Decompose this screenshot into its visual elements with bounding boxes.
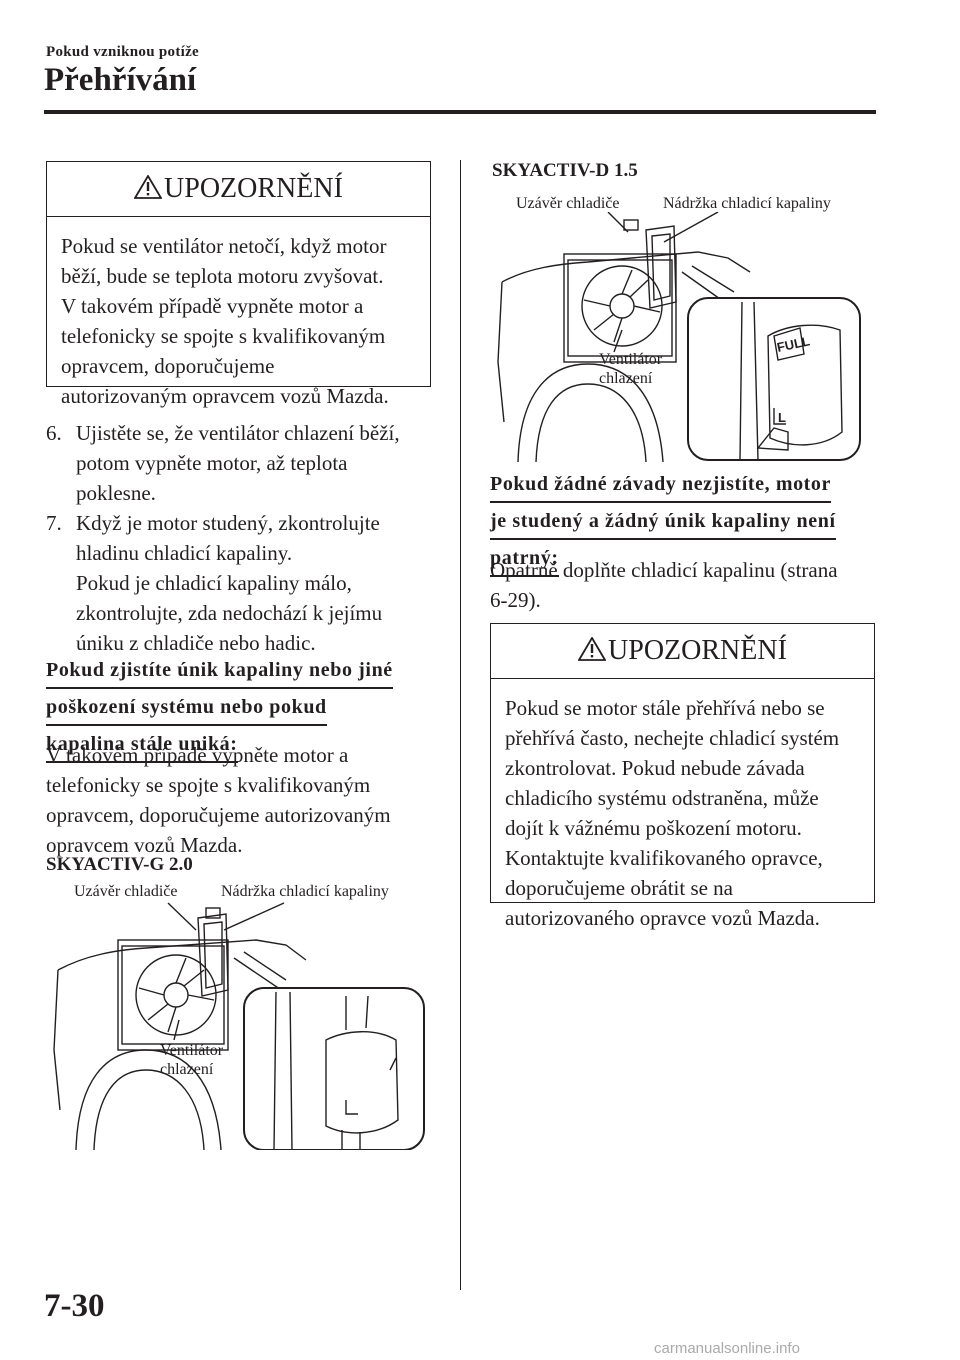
warning-line: Pokud se motor stále přehřívá nebo se bbox=[505, 696, 825, 720]
step-line: poklesne. bbox=[76, 481, 156, 505]
text-line: opravcem vozů Mazda. bbox=[46, 833, 243, 857]
noleak-text: Opatrně doplňte chladicí kapalinu (stran… bbox=[490, 555, 890, 615]
step-line: Ujistěte se, že ventilátor chlazení běží… bbox=[76, 421, 400, 445]
section-name: Pokud vzniknou potíže bbox=[46, 44, 200, 60]
warning-line: přehřívá často, nechejte chladicí systém bbox=[505, 726, 840, 750]
column-divider bbox=[460, 160, 461, 1290]
text-line: opravcem, doporučujeme autorizovaným bbox=[46, 803, 391, 827]
warning-line: Kontaktujte kvalifikovaného opravce, bbox=[505, 846, 823, 870]
step-line: Pokud je chladicí kapaliny málo, bbox=[76, 571, 352, 595]
step-6: 6. Ujistěte se, že ventilátor chlazení b… bbox=[46, 418, 446, 508]
heading-line: poškození systému nebo pokud bbox=[46, 693, 327, 726]
warning-line: opravcem, doporučujeme bbox=[61, 354, 275, 378]
warning-line: běží, bude se teplota motoru zvyšovat. bbox=[61, 264, 384, 288]
text-line: 6-29). bbox=[490, 588, 541, 612]
label-radiator-cap-d: Uzávěr chladiče bbox=[516, 195, 620, 212]
label-radiator-cap: Uzávěr chladiče bbox=[74, 883, 178, 900]
text-line: V takovém případě vypněte motor a bbox=[46, 743, 349, 767]
label-cooling-fan-d: Ventilátor chlazení bbox=[599, 350, 662, 388]
label-line: chlazení bbox=[599, 370, 653, 387]
step-number: 7. bbox=[46, 511, 62, 535]
warning-line: zkontrolovat. Pokud nebude závada bbox=[505, 756, 805, 780]
warning-text: Pokud se ventilátor netočí, když motor b… bbox=[47, 217, 430, 425]
warning-line: autorizovaného opravce vozů Mazda. bbox=[505, 906, 820, 930]
warning-header: UPOZORNĚNÍ bbox=[491, 624, 874, 679]
figure-g-title: SKYACTIV-G 2.0 bbox=[46, 854, 193, 875]
tank-mark-full: FULL bbox=[776, 333, 812, 355]
step-line: úniku z chladiče nebo hadic. bbox=[76, 631, 316, 655]
warning-line: Pokud se ventilátor netočí, když motor bbox=[61, 234, 387, 258]
warning-text: Pokud se motor stále přehřívá nebo se př… bbox=[491, 679, 874, 947]
label-line: Ventilátor bbox=[599, 351, 663, 368]
heading-line: Pokud žádné závady nezjistíte, motor bbox=[490, 470, 832, 503]
engine-illustration-g bbox=[53, 902, 425, 1150]
leak-heading: Pokud zjistíte únik kapaliny nebo jiné p… bbox=[46, 656, 446, 767]
noleak-heading: Pokud žádné závady nezjistíte, motor je … bbox=[490, 470, 890, 581]
steps-list: 6. Ujistěte se, že ventilátor chlazení b… bbox=[46, 418, 446, 658]
step-7: 7. Když je motor studený, zkontrolujte h… bbox=[46, 508, 446, 658]
warning-title: UPOZORNĚNÍ bbox=[164, 173, 343, 204]
heading-line: Pokud zjistíte únik kapaliny nebo jiné bbox=[46, 656, 393, 689]
step-line: hladinu chladicí kapaliny. bbox=[76, 541, 293, 565]
step-line: potom vypněte motor, až teplota bbox=[76, 451, 348, 475]
warning-header: UPOZORNĚNÍ bbox=[47, 162, 430, 217]
label-coolant-tank-d: Nádržka chladicí kapaliny bbox=[663, 195, 831, 212]
warning-line: V takovém případě vypněte motor a bbox=[61, 294, 364, 318]
label-coolant-tank: Nádržka chladicí kapaliny bbox=[221, 883, 389, 900]
engine-illustration-d: FULL L bbox=[497, 212, 861, 462]
warning-box-2: UPOZORNĚNÍ Pokud se motor stále přehřívá… bbox=[490, 623, 875, 930]
warning-box-1: UPOZORNĚNÍ Pokud se ventilátor netočí, k… bbox=[46, 161, 431, 408]
warning-triangle-icon bbox=[134, 175, 163, 199]
warning-title: UPOZORNĚNÍ bbox=[608, 635, 787, 666]
warning-line: autorizovaným opravcem vozů Mazda. bbox=[61, 384, 389, 408]
text-line: Opatrně doplňte chladicí kapalinu (stran… bbox=[490, 558, 838, 582]
warning-line: dojít k vážnému poškození motoru. bbox=[505, 816, 802, 840]
header-rule bbox=[44, 110, 876, 114]
page-title: Přehřívání bbox=[44, 62, 197, 98]
warning-triangle-icon bbox=[578, 637, 607, 661]
warning-line: doporučujeme obrátit se na bbox=[505, 876, 734, 900]
heading-line: kapalina stále uniká: bbox=[46, 730, 238, 763]
step-line: Když je motor studený, zkontrolujte bbox=[76, 511, 380, 535]
warning-line: chladicího systému odstraněna, může bbox=[505, 786, 819, 810]
step-number: 6. bbox=[46, 421, 62, 445]
heading-line: patrný: bbox=[490, 544, 559, 577]
step-line: zkontrolujte, zda nedochází k jejímu bbox=[76, 601, 383, 625]
text-line: telefonicky se spojte s kvalifikovaným bbox=[46, 773, 371, 797]
label-line: chlazení bbox=[160, 1061, 214, 1078]
leak-text: V takovém případě vypněte motor a telefo… bbox=[46, 740, 446, 860]
watermark: carmanualsonline.info bbox=[654, 1340, 800, 1357]
heading-line: je studený a žádný únik kapaliny není bbox=[490, 507, 836, 540]
tank-mark-low: L bbox=[778, 410, 786, 425]
warning-line: telefonicky se spojte s kvalifikovaným bbox=[61, 324, 386, 348]
page-number: 7-30 bbox=[44, 1288, 105, 1324]
figure-d-title: SKYACTIV-D 1.5 bbox=[492, 160, 638, 181]
